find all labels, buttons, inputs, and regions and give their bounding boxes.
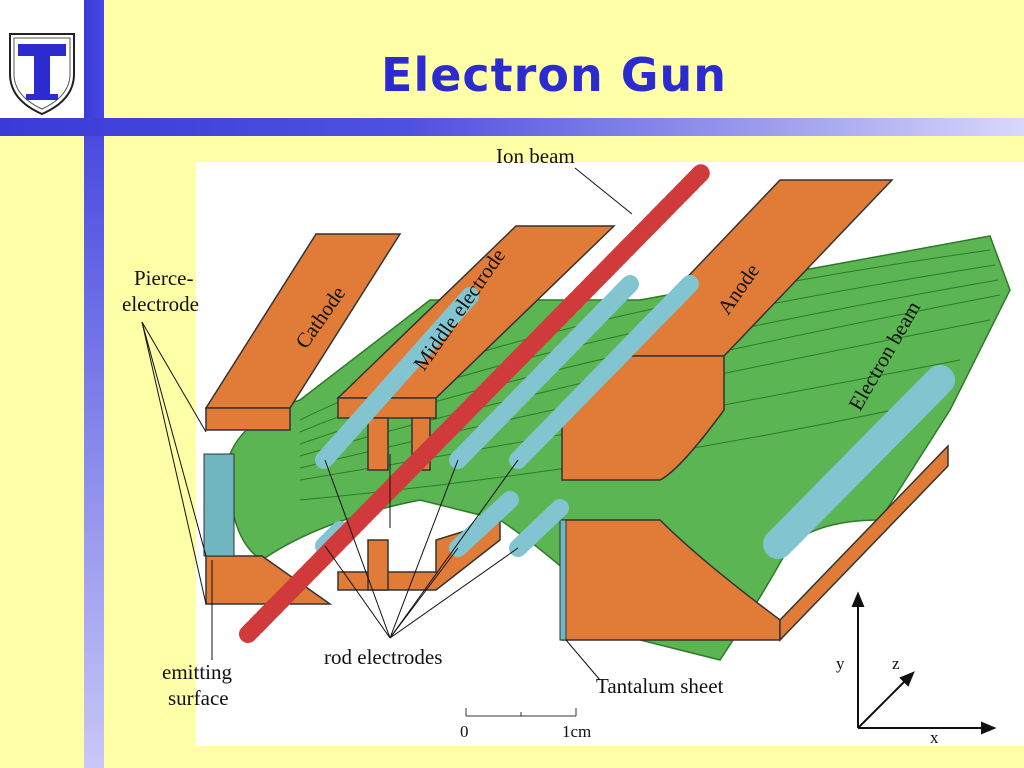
pierce-electrode-label-line2: electrode [122, 292, 199, 316]
tantalum-sheet [559, 519, 567, 641]
axis-x-label: x [930, 728, 939, 747]
logo-area [0, 0, 84, 118]
scale-bar [465, 708, 577, 717]
axis-y-label: y [836, 654, 845, 673]
emitting-surface-label-line2: surface [168, 686, 229, 710]
left-gradient-bar [84, 136, 104, 768]
axis-z-label: z [892, 654, 900, 673]
coordinate-axes [851, 591, 997, 735]
pierce-electrode-label-line1: Pierce- [134, 266, 194, 290]
emitting-surface-label-line1: emitting [162, 660, 232, 684]
emitting-surface [203, 453, 235, 557]
ion-beam-shape [239, 163, 711, 643]
middle-electrode-lower-stem [367, 539, 389, 591]
shield-logo-icon [9, 33, 75, 116]
horizontal-accent-bar [0, 118, 1024, 136]
middle-electrode-stem [367, 417, 389, 471]
ion-beam-label: Ion beam [496, 144, 575, 168]
rod-electrodes-label: rod electrodes [324, 645, 443, 669]
scale-zero-label: 0 [460, 722, 469, 741]
tantalum-sheet-label: Tantalum sheet [596, 674, 724, 698]
leader-lines [141, 167, 633, 681]
anode-front [561, 355, 725, 481]
slide-title: Electron Gun [381, 48, 727, 102]
anode-lower-side [779, 444, 949, 642]
cathode-front [205, 407, 291, 431]
scale-1cm-label: 1cm [562, 722, 592, 741]
rod-electrodes [315, 275, 955, 559]
